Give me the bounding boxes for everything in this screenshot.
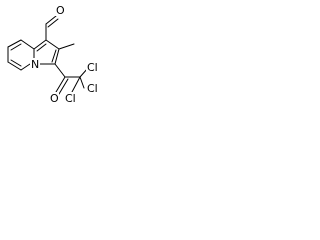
- aldehyde-oxygen-bg: [55, 4, 65, 16]
- ketone-oxygen-label: O: [50, 92, 59, 105]
- bond-c3-co: [54, 63, 66, 78]
- bond-co-o-double: [58, 78, 69, 95]
- ring-nitrogen-label: N: [31, 58, 39, 71]
- bond-c2-c3: [54, 48, 60, 65]
- bond-c1-c2: [45, 39, 60, 50]
- bond-c5-n: [20, 63, 31, 71]
- bond-co-o: [55, 76, 66, 93]
- bond-lines: [7, 15, 89, 95]
- bond-cho-o: [45, 15, 57, 25]
- bond-ccl3-cl3: [71, 76, 81, 93]
- molecule-structure: O N O Cl Cl Cl: [7, 4, 101, 105]
- chlorine-1-bg: [86, 61, 101, 73]
- chlorine-3-label: Cl: [65, 92, 76, 105]
- bond-c2-c3-inner: [51, 49, 57, 63]
- chlorine-2-label: Cl: [87, 82, 98, 95]
- bond-c8-c7-inner: [10, 43, 22, 51]
- chlorine-3-bg: [64, 92, 79, 104]
- bond-c6-c5-inner: [10, 59, 22, 67]
- bond-ccl3-cl2: [79, 76, 85, 89]
- bond-c8-c7: [7, 39, 22, 48]
- chlorine-2-bg: [86, 82, 101, 94]
- bond-c8a-c1: [33, 39, 47, 50]
- bond-c2-methyl: [58, 43, 75, 50]
- structure-canvas: O N O Cl Cl Cl: [0, 0, 107, 118]
- bond-c8a-c8: [20, 39, 35, 50]
- ketone-oxygen-bg: [49, 92, 59, 104]
- ring-nitrogen-bg: [30, 58, 40, 70]
- bond-cho-o-double: [47, 18, 59, 28]
- bond-c8a-c1-inner: [36, 43, 47, 52]
- bond-c6-c5: [7, 61, 22, 71]
- chlorine-1-label: Cl: [87, 61, 98, 74]
- aldehyde-oxygen-label: O: [56, 4, 65, 17]
